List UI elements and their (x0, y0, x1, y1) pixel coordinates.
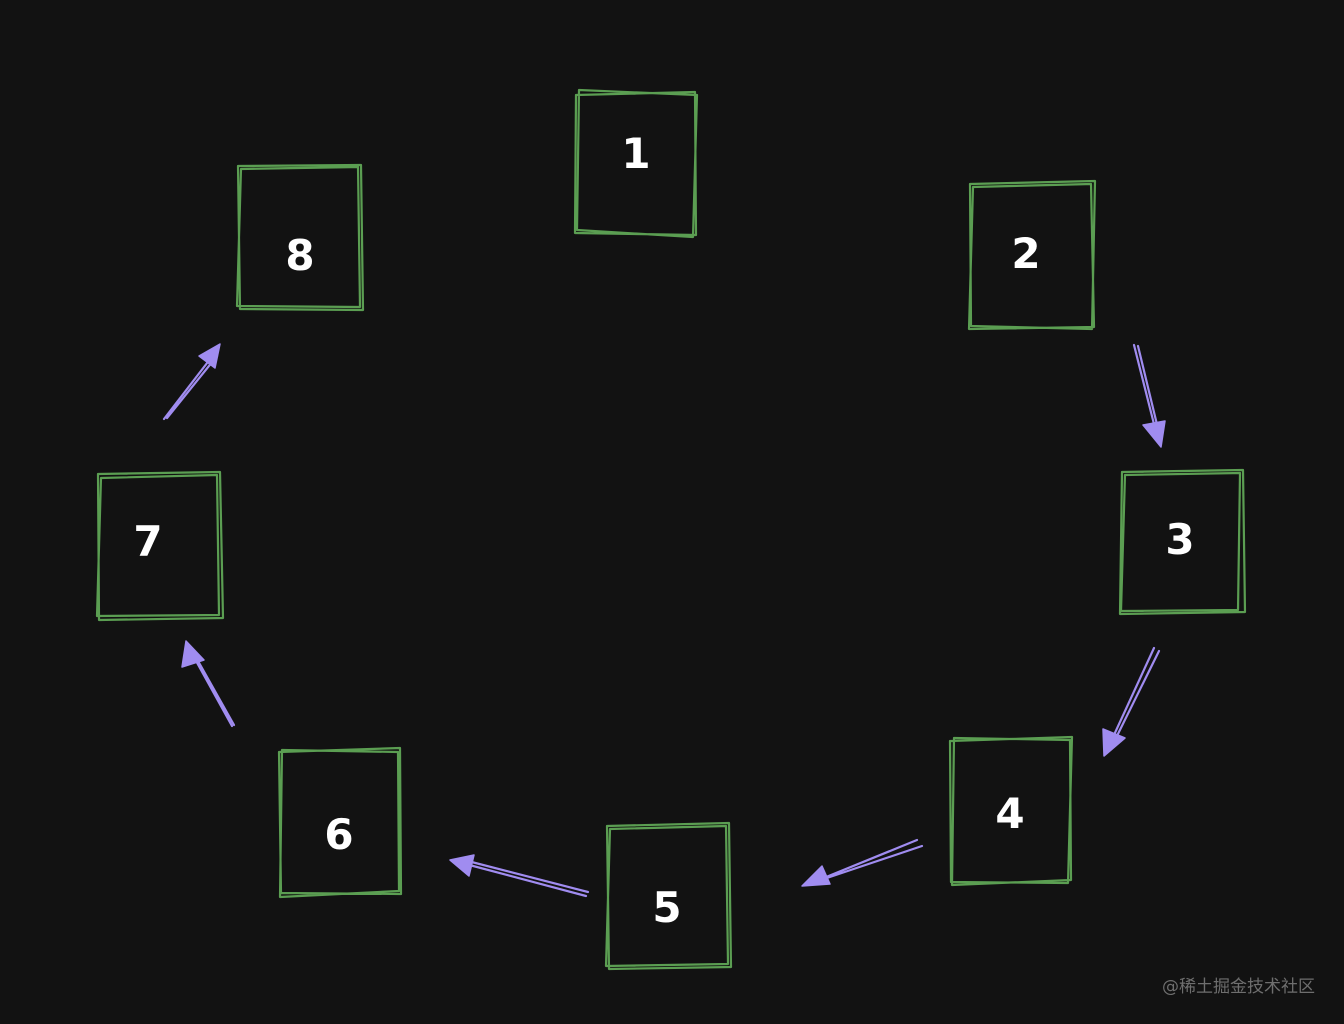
arrow-3-to-4-head (1102, 728, 1126, 757)
box-4-outline (948, 735, 1074, 887)
box-3-outline (1118, 468, 1247, 616)
arrow-7-to-8-head (198, 343, 221, 369)
box-7-outline (95, 470, 225, 622)
box-5-label: 5 (652, 883, 681, 932)
box-5-outline (604, 821, 733, 971)
box-5: 5 (604, 821, 733, 971)
box-7: 7 (95, 470, 225, 622)
box-3: 3 (1118, 468, 1247, 616)
box-2: 2 (967, 179, 1097, 331)
box-1-outline (573, 88, 699, 239)
box-1-label: 1 (621, 129, 650, 178)
box-8-label: 8 (285, 231, 314, 280)
box-6-outline (277, 746, 403, 899)
box-6-label: 6 (324, 810, 353, 859)
arrow-5-to-6-head (449, 854, 475, 877)
arrow-6-to-7-head (181, 640, 205, 668)
arrow-3-to-4-shaft (1106, 646, 1161, 750)
box-6: 6 (277, 746, 403, 899)
box-4-label: 4 (995, 789, 1024, 838)
boxes-layer: 1 2 3 4 5 (95, 88, 1247, 971)
box-4: 4 (948, 735, 1074, 887)
arrow-7-to-8-shaft (162, 352, 219, 421)
arrow-5-to-6 (449, 854, 590, 898)
box-2-label: 2 (1011, 229, 1040, 278)
arrow-5-to-6-shaft (456, 857, 590, 898)
box-8-outline (235, 163, 365, 312)
box-7-label: 7 (133, 517, 162, 566)
arrow-2-to-3-head (1142, 420, 1166, 448)
box-3-label: 3 (1165, 515, 1194, 564)
arrow-4-to-5 (801, 838, 924, 887)
arrow-7-to-8 (162, 343, 221, 421)
box-2-outline (967, 179, 1097, 331)
watermark: @稀土掘金技术社区 (1162, 977, 1315, 997)
arrow-2-to-3 (1132, 343, 1166, 448)
box-1: 1 (573, 88, 699, 239)
arrow-3-to-4 (1102, 646, 1161, 757)
arrows-layer (162, 343, 1166, 898)
arrow-4-to-5-head (801, 865, 831, 887)
arrow-6-to-7 (181, 640, 236, 728)
box-8: 8 (235, 163, 365, 312)
